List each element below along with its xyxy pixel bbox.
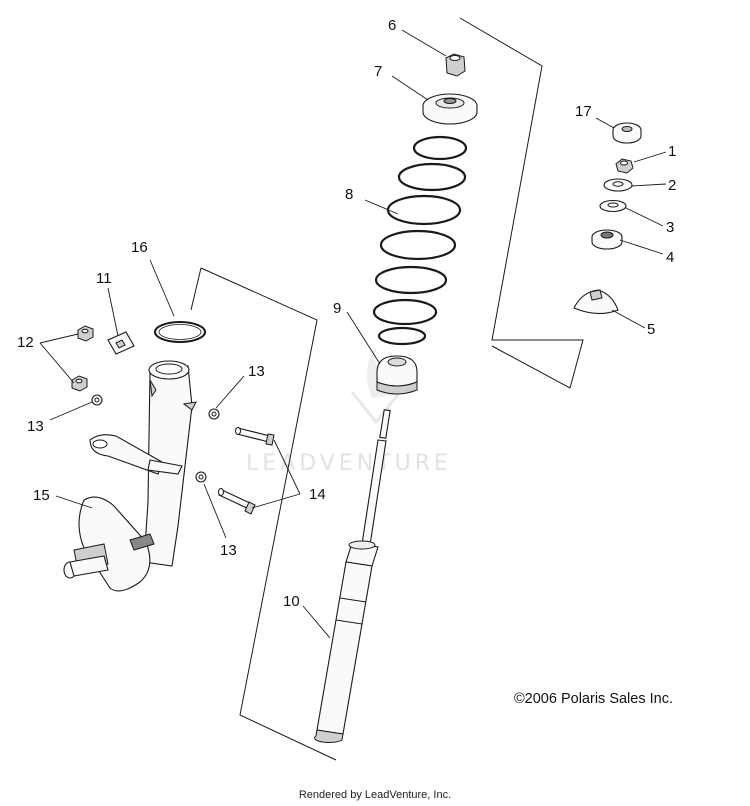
callout-10: 10 (283, 593, 300, 610)
watermark-text: LEADVENTURE (246, 451, 452, 476)
part-13-washer-left (91, 394, 103, 406)
part-15-steering-knuckle (63, 360, 197, 592)
callout-1: 1 (668, 143, 676, 160)
bracket-upper-right (459, 17, 584, 389)
callout-14: 14 (309, 486, 326, 503)
part-13-washer-lower (195, 471, 207, 483)
callout-9: 9 (333, 300, 341, 317)
part-6-nut (445, 53, 466, 77)
callout-6: 6 (388, 17, 396, 34)
callout-8: 8 (345, 186, 353, 203)
part-2-washer (603, 178, 633, 192)
part-7-spring-seat (422, 93, 478, 125)
callout-15: 15 (33, 487, 50, 504)
part-10-shock-absorber (313, 409, 391, 743)
render-credit: Rendered by LeadVenture, Inc. (298, 789, 452, 801)
callout-12: 12 (17, 334, 34, 351)
part-8-coil-spring (372, 135, 468, 346)
part-1-nut (615, 158, 634, 174)
callout-17: 17 (575, 103, 592, 120)
bracket-center (200, 267, 337, 761)
leader-lines (39, 29, 667, 639)
part-11-clip (107, 331, 135, 355)
callout-labels: 6 7 8 9 10 17 1 2 3 4 5 16 11 12 13 13 1… (17, 17, 676, 610)
callout-3: 3 (666, 219, 674, 236)
part-14-bolt-upper (235, 427, 275, 446)
callout-2: 2 (668, 177, 676, 194)
part-13-washer-upper (208, 408, 220, 420)
callout-7: 7 (374, 63, 382, 80)
callout-13a: 13 (27, 418, 44, 435)
part-5-dust-cap (573, 289, 619, 315)
callout-4: 4 (666, 249, 674, 266)
callout-16: 16 (131, 239, 148, 256)
part-12-nut-upper (77, 325, 94, 342)
part-14-bolt-lower (218, 488, 256, 515)
callout-13b: 13 (248, 363, 265, 380)
copyright-notice: ©2006 Polaris Sales Inc. (514, 691, 673, 707)
callout-11: 11 (96, 270, 112, 287)
part-9-bump-stop (376, 355, 418, 395)
part-3-washer (599, 199, 627, 213)
part-12-nut-lower (71, 375, 88, 392)
callout-5: 5 (647, 321, 655, 338)
part-4-bushing (591, 229, 623, 250)
part-17-top-mount (612, 122, 642, 144)
callout-13c: 13 (220, 542, 237, 559)
part-16-o-ring (154, 321, 206, 343)
